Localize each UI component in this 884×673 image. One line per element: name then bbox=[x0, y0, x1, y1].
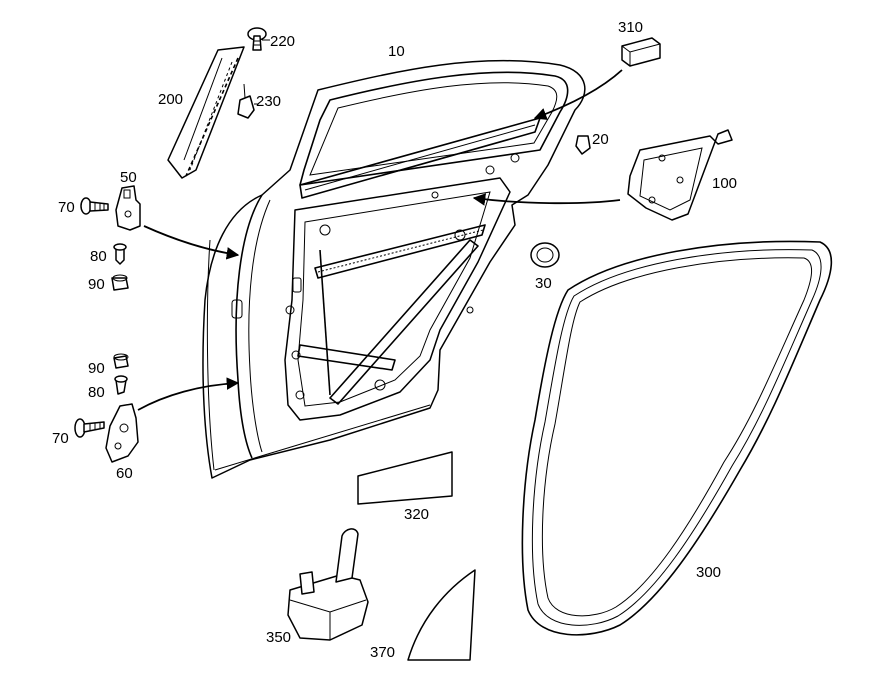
lock-bracket-part-100[interactable] bbox=[627, 129, 733, 221]
callout-90-upper: 90 bbox=[88, 276, 105, 293]
pin-upper-part-80[interactable] bbox=[113, 243, 127, 265]
callout-80-lower: 80 bbox=[88, 384, 105, 401]
callout-220: 220 bbox=[270, 33, 295, 50]
clip-part-20[interactable] bbox=[575, 135, 591, 155]
callout-90-lower: 90 bbox=[88, 360, 105, 377]
label-part-320[interactable] bbox=[357, 451, 453, 505]
film-part-370[interactable] bbox=[407, 569, 476, 661]
callout-350: 350 bbox=[266, 629, 291, 646]
hinge-lower-part-60[interactable] bbox=[105, 403, 139, 463]
door-seal-part-300[interactable] bbox=[521, 240, 833, 636]
nut-lower-part-90[interactable] bbox=[113, 353, 129, 369]
callout-100: 100 bbox=[712, 175, 737, 192]
window-channel-part-200[interactable] bbox=[167, 46, 245, 179]
bolt-lower-part-70[interactable] bbox=[74, 418, 105, 438]
arrow-lock-bracket bbox=[472, 193, 621, 206]
callout-230: 230 bbox=[256, 93, 281, 110]
arrow-hinge-upper bbox=[143, 225, 240, 260]
hinge-upper-part-50[interactable] bbox=[115, 185, 141, 231]
block-part-350[interactable] bbox=[287, 528, 369, 641]
callout-200: 200 bbox=[158, 91, 183, 108]
callout-30: 30 bbox=[535, 275, 552, 292]
grommet-part-30[interactable] bbox=[530, 242, 560, 268]
bolt-upper-part-70[interactable] bbox=[80, 197, 109, 215]
nut-upper-part-90[interactable] bbox=[111, 274, 129, 291]
callout-70-upper: 70 bbox=[58, 199, 75, 216]
callout-370: 370 bbox=[370, 644, 395, 661]
callout-80-upper: 80 bbox=[90, 248, 107, 265]
arrow-pad bbox=[533, 69, 623, 120]
screw-part-220[interactable] bbox=[247, 27, 267, 51]
callout-300: 300 bbox=[696, 564, 721, 581]
callout-60: 60 bbox=[116, 465, 133, 482]
pad-part-310[interactable] bbox=[621, 37, 661, 67]
callout-10: 10 bbox=[388, 43, 405, 60]
callout-320: 320 bbox=[404, 506, 429, 523]
callout-20: 20 bbox=[592, 131, 609, 148]
arrow-hinge-lower bbox=[137, 377, 240, 411]
callout-50: 50 bbox=[120, 169, 137, 186]
door-shell-part-10[interactable] bbox=[202, 59, 586, 479]
pin-lower-part-80[interactable] bbox=[114, 375, 128, 395]
clip-part-230[interactable] bbox=[237, 83, 255, 119]
callout-70-lower: 70 bbox=[52, 430, 69, 447]
callout-310: 310 bbox=[618, 19, 643, 36]
